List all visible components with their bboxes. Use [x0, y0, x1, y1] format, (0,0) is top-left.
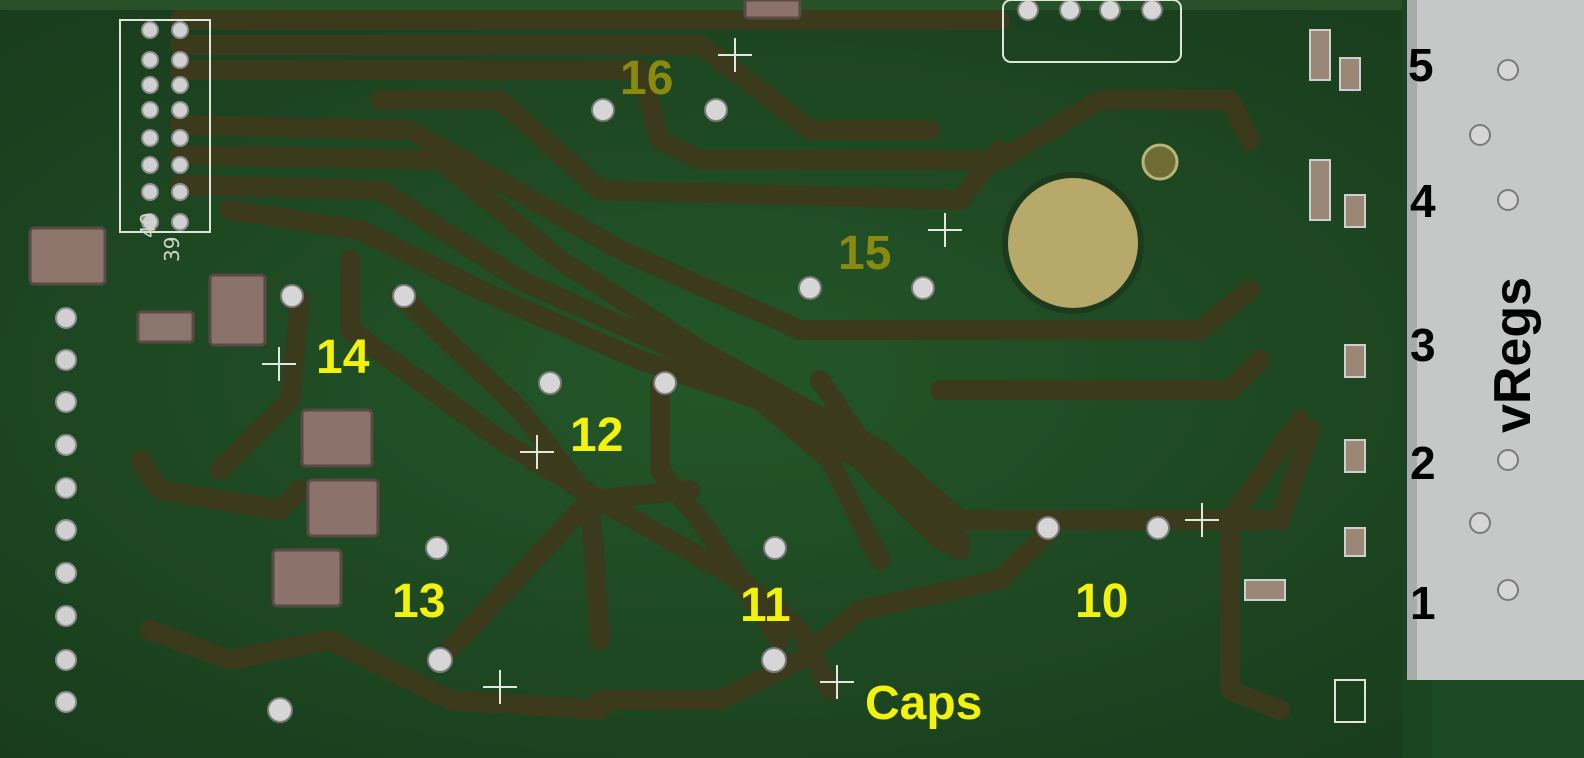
silk-crosses — [262, 38, 1219, 704]
hole-ring — [1141, 143, 1179, 181]
heatsink — [1407, 0, 1584, 680]
heatsink-shade — [1407, 0, 1417, 680]
vreg-number-4: 4 — [1410, 175, 1436, 227]
silk-outlines — [119, 0, 1366, 723]
vias — [267, 0, 1519, 723]
vreg-number-3: 3 — [1410, 319, 1436, 371]
smd-capacitors — [28, 0, 802, 608]
label-15: 15 — [838, 227, 892, 280]
label-caps: Caps — [865, 677, 983, 730]
connector-pads — [55, 21, 189, 713]
label-10: 10 — [1075, 575, 1129, 628]
silk-pin39: 39 — [160, 236, 184, 262]
vreg-number-5: 5 — [1408, 39, 1434, 91]
label-16: 16 — [620, 52, 674, 105]
label-14: 14 — [316, 331, 370, 384]
label-12: 12 — [570, 409, 624, 462]
label-11: 11 — [740, 579, 791, 632]
vreg-number-1: 1 — [1410, 577, 1436, 629]
vreg-number-2: 2 — [1410, 437, 1436, 489]
big-hole — [1002, 172, 1144, 314]
board-corner — [1432, 680, 1584, 758]
smd-small-parts — [1244, 29, 1366, 601]
label-13: 13 — [392, 575, 446, 628]
copper-traces — [130, 10, 1320, 720]
silk-pin40: 40 — [136, 212, 160, 238]
vregs-title: vRegs — [1484, 276, 1542, 434]
